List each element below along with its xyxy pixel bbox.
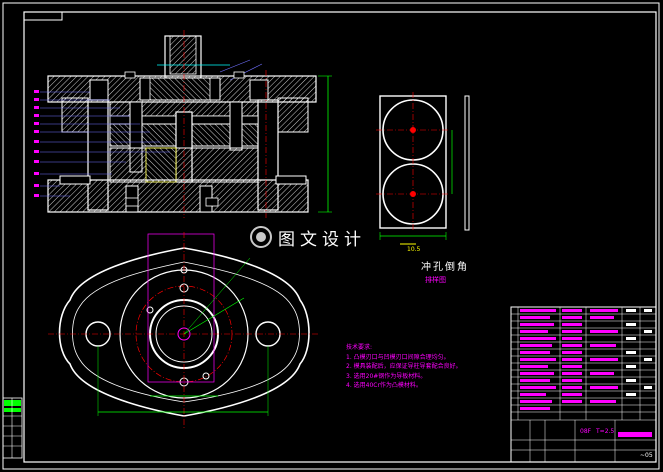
notes-title: 技术要求: — [346, 344, 373, 351]
title-block — [510, 306, 657, 463]
title-block-sheet: ~05 — [640, 452, 653, 459]
watermark-text: 图文设计 — [278, 229, 366, 250]
watermark: 图文设计 — [250, 226, 415, 250]
view-subcaption: 排样图 — [425, 276, 446, 284]
die-plan-view — [48, 232, 318, 428]
view-caption: 冲孔倒角 — [421, 262, 469, 273]
title-block-material: 08F — [580, 428, 592, 435]
note-line: 4. 选用40Cr作为凸模材料。 — [346, 382, 422, 389]
binding-strip — [2, 397, 23, 459]
die-assembly-section-view — [34, 30, 332, 218]
inner-frame — [23, 11, 657, 463]
note-line: 1. 凸模刃口与凹模刃口间隙合理均匀。 — [346, 353, 450, 361]
title-block-thickness: T=2.5 — [596, 428, 615, 435]
strip-layout-view — [376, 92, 470, 245]
technical-notes: 技术要求: 1. 凸模刃口与凹模刃口间隙合理均匀。 2. 模具装配后，应保证导柱… — [346, 343, 462, 391]
note-line: 2. 模具装配后，应保证导柱导套配合良好。 — [346, 363, 462, 370]
watermark-logo-icon — [250, 226, 272, 248]
corner-tab — [23, 11, 63, 21]
note-line: 3. 选用20#钢作为导板材料。 — [346, 372, 427, 380]
strip-dimension-label: 10.5 — [407, 246, 421, 253]
